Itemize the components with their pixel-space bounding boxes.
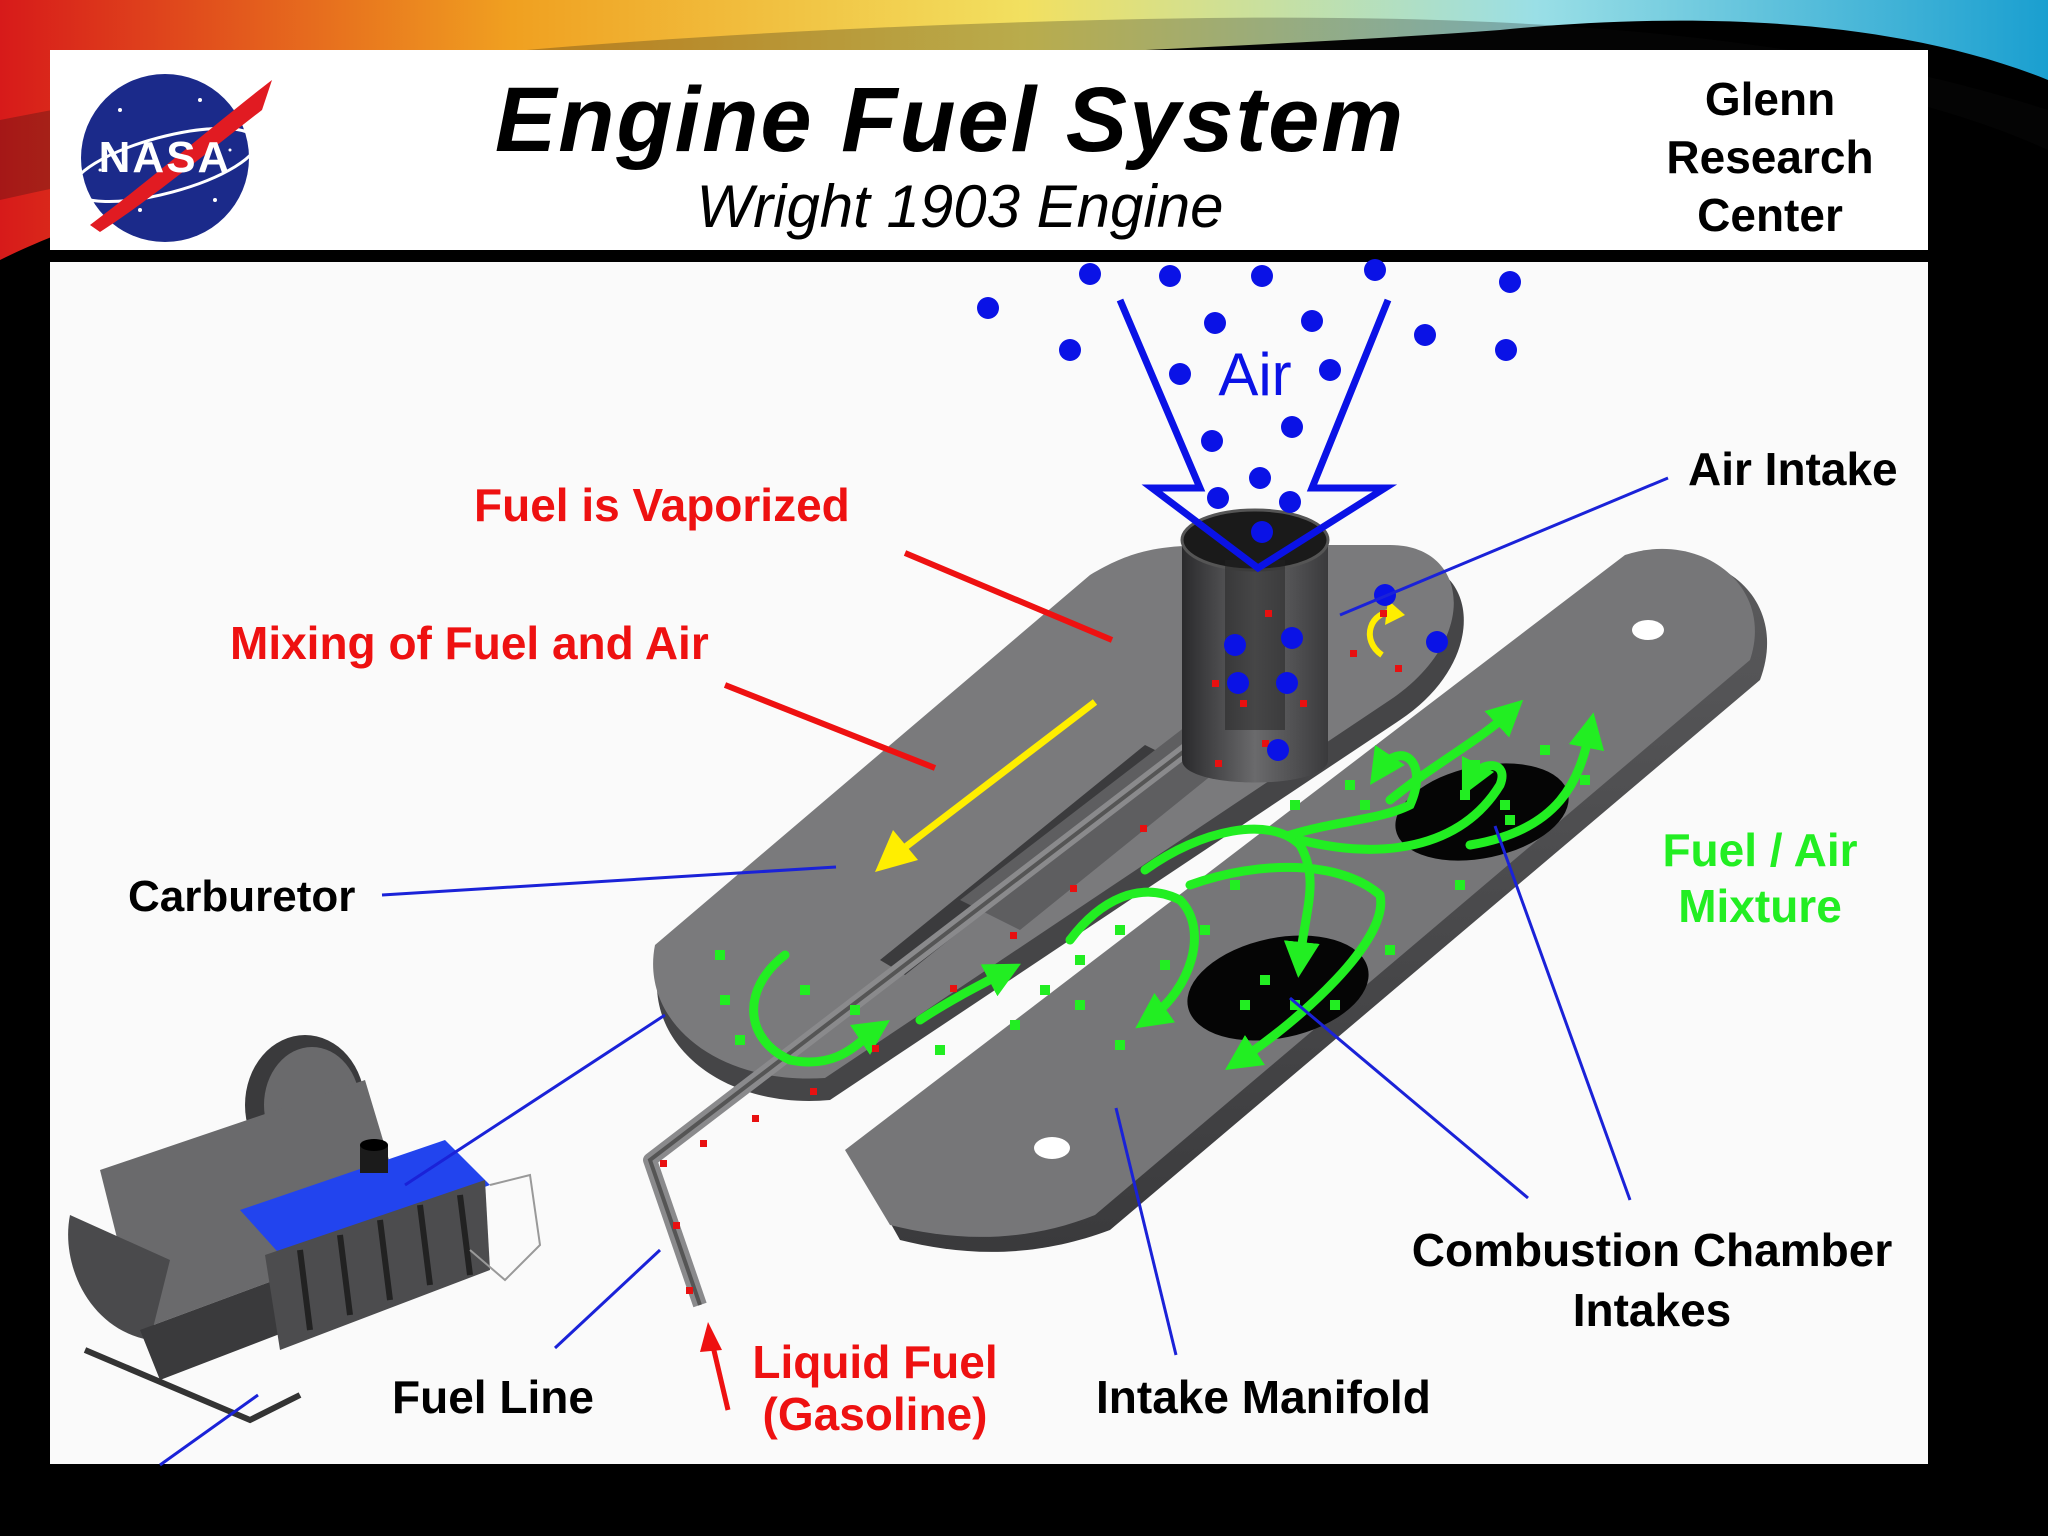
mixture-particles	[715, 745, 1590, 1055]
label-air-intake: Air Intake	[1688, 443, 1898, 495]
label-fuel-air-mixture-line1: Fuel / Air	[1662, 824, 1858, 876]
label-fuel-air-mixture-line2: Mixture	[1678, 880, 1842, 932]
fuel-droplets	[660, 610, 1402, 1294]
header-panel	[50, 50, 1928, 250]
callout-lines	[159, 476, 1669, 1467]
air-flow-arrow	[1116, 298, 1398, 573]
nasa-logo: NASA	[71, 74, 272, 242]
wright-engine-model	[68, 1035, 542, 1424]
label-fuel-vaporized: Fuel is Vaporized	[474, 479, 850, 531]
center-line-3: Center	[1697, 189, 1843, 241]
research-center-name: Glenn Research Center	[1610, 70, 1930, 244]
page-subtitle: Wright 1903 Engine	[696, 173, 1224, 240]
label-combustion-line2: Intakes	[1572, 1284, 1732, 1336]
label-carburetor: Carburetor	[128, 872, 356, 921]
label-mixing: Mixing of Fuel and Air	[230, 617, 709, 669]
label-combustion-chamber-intakes: Combustion Chamber Intakes	[1392, 1220, 1912, 1340]
label-intake-manifold: Intake Manifold	[1096, 1371, 1431, 1423]
fuel-callout-lines	[723, 550, 1114, 771]
liquid-fuel-arrow	[700, 1322, 731, 1411]
air-intake-cylinder	[1180, 508, 1330, 783]
yellow-flow-arrow	[875, 699, 1098, 872]
center-line-1: Glenn	[1704, 73, 1836, 125]
label-liquid-fuel-line2: (Gasoline)	[762, 1388, 988, 1440]
nasa-logo-text: NASA	[99, 133, 232, 182]
page-title: Engine Fuel System	[494, 69, 1406, 171]
label-combustion-line1: Combustion Chamber	[1411, 1224, 1893, 1276]
label-liquid-fuel: Liquid Fuel (Gasoline)	[730, 1336, 1020, 1440]
center-line-2: Research	[1666, 131, 1874, 183]
label-fuel-line: Fuel Line	[392, 1371, 594, 1423]
label-fuel-air-mixture: Fuel / Air Mixture	[1640, 822, 1880, 934]
air-label: Air	[1218, 341, 1291, 408]
label-liquid-fuel-line1: Liquid Fuel	[752, 1336, 998, 1388]
